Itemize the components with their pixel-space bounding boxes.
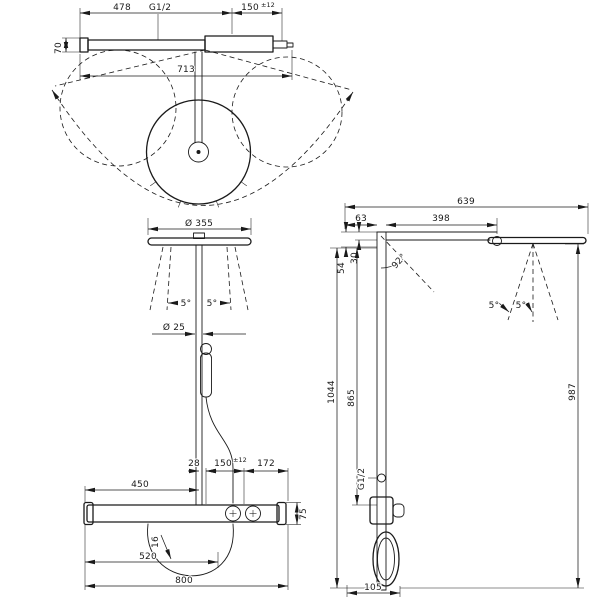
top-view: 478 G1/2 150 ±12 70 713 <box>51 0 354 208</box>
swivel-range <box>51 49 354 206</box>
dim-label-172: 172 <box>257 459 275 469</box>
shower-plate-ticks <box>150 181 247 208</box>
dim-label-450: 450 <box>131 480 149 490</box>
swivel-position-left <box>59 49 177 167</box>
spray-angle-right-side: 5° <box>516 301 527 311</box>
arm-knob-tip <box>286 42 294 48</box>
front-view-dimensions-bottom: 450 28 150 ±12 172 75 16 520 800 <box>84 455 310 590</box>
dim-label-70: 70 <box>54 42 64 54</box>
dim-label-865: 865 <box>347 389 357 407</box>
spray-cone-front: 5° 5° <box>149 246 249 310</box>
handshower-side <box>372 531 400 587</box>
wall-bar <box>87 39 206 51</box>
side-view: 92° 5° 5° 639 63 398 30 <box>326 196 589 597</box>
overhead-shower-hub <box>188 141 209 163</box>
spray-angle-left-side: 5° <box>489 301 500 311</box>
dim-label-16: 16 <box>151 536 161 548</box>
dim-label-987: 987 <box>568 383 578 401</box>
head-connector <box>193 232 205 239</box>
dim-label-1044: 1044 <box>327 380 337 404</box>
dim-label-105: 105 <box>364 583 382 593</box>
dim-label-520: 520 <box>139 552 157 562</box>
thread-label-side: G1/2 <box>357 468 367 490</box>
dim-label-639: 639 <box>457 197 475 207</box>
thermostat-knob-side <box>392 503 405 518</box>
dim-label-713: 713 <box>177 65 195 75</box>
thermostat-cap-left <box>83 501 94 526</box>
side-view-outline <box>369 231 587 591</box>
dim-label-150-front: 150 <box>214 459 232 469</box>
arm-angle-label: 92° <box>390 252 409 271</box>
front-view-outline <box>83 232 287 577</box>
wall-flange <box>79 37 89 53</box>
dim-label-800: 800 <box>175 576 193 586</box>
dim-label-54: 54 <box>337 262 347 274</box>
swivel-position-right <box>231 56 343 168</box>
thread-label-top: G1/2 <box>149 3 171 13</box>
dim-label-398: 398 <box>432 214 450 224</box>
overhead-shower-side <box>487 236 587 245</box>
spray-angle-right-front: 5° <box>207 299 218 309</box>
hose-upper <box>205 396 234 504</box>
spray-cone-side: 5° 5° <box>488 243 559 322</box>
arm-housing <box>204 35 274 53</box>
spray-angle-left-front: 5° <box>181 299 192 309</box>
arm-tilt-range: 92° <box>380 235 435 293</box>
swivel-limit-right <box>204 49 353 91</box>
thermostat-body <box>86 504 280 523</box>
dim-label-28: 28 <box>188 459 200 469</box>
head-joint <box>492 236 502 246</box>
side-view-dimensions: 639 63 398 30 54 1044 865 98 <box>326 196 589 597</box>
handshower-face <box>377 537 395 581</box>
dim-label-25: Ø 25 <box>163 322 185 333</box>
dim-label-150-tol-front: ±12 <box>233 456 247 464</box>
dim-label-355: Ø 355 <box>185 218 213 229</box>
thermostat-side <box>369 496 394 525</box>
top-view-outline <box>79 35 294 208</box>
pipe-diameter-dim: Ø 25 <box>152 321 246 337</box>
dim-label-63: 63 <box>355 214 367 224</box>
dim-label-30: 30 <box>350 252 360 264</box>
front-view: Ø 355 <box>83 217 310 590</box>
dim-label-478: 478 <box>113 3 131 13</box>
overhead-shower-front <box>147 237 252 246</box>
thermostat-knobs <box>225 505 261 522</box>
overhead-shower-center <box>196 150 201 154</box>
handshower-holder-front <box>200 343 212 355</box>
thermostat-cap-right <box>276 501 287 526</box>
top-view-dimensions: 478 G1/2 150 ±12 70 713 <box>53 0 293 80</box>
swivel-arc <box>51 89 354 206</box>
dim-label-150-tol-top: ±12 <box>261 1 275 9</box>
dim-label-75: 75 <box>299 508 309 520</box>
dim-label-150-top: 150 <box>241 3 259 13</box>
front-view-dimensions-top: Ø 355 <box>147 217 252 235</box>
hose-loop <box>147 523 234 577</box>
arm-knob <box>272 40 288 49</box>
supply-connection <box>377 473 386 483</box>
